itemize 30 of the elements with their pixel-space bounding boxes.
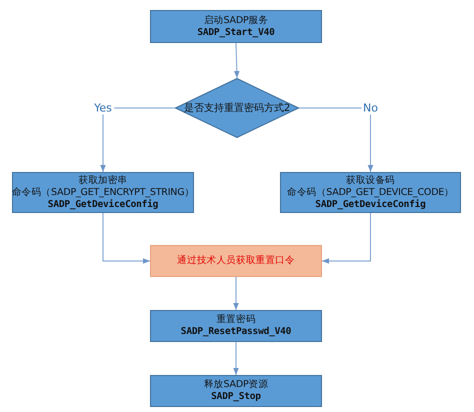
edge-label: Yes <box>92 102 114 114</box>
command-code: 命令码（SADP_GET_ENCRYPT_STRING） <box>12 186 194 198</box>
process-box <box>12 172 194 213</box>
decision-diamond <box>175 78 299 138</box>
function-name: SADP_ResetPasswd_V40 <box>180 326 292 338</box>
step-title: 获取加密串 <box>78 174 128 186</box>
process-box <box>280 172 461 213</box>
process-box <box>150 10 322 43</box>
process-box <box>150 310 322 342</box>
function-name: SADP_GetDeviceConfig <box>315 198 426 210</box>
decision-text: 是否支持重置密码方式2 <box>184 102 290 115</box>
function-name: SADP_Start_V40 <box>197 26 275 38</box>
function-name: SADP_Stop <box>211 391 261 403</box>
note-box <box>150 245 322 277</box>
step-title: 启动SADP服务 <box>204 14 268 26</box>
arrow <box>102 212 150 264</box>
arrow <box>233 276 239 310</box>
step-title: 通过技术人员获取重置口令 <box>177 255 295 267</box>
step-title: 重置密码 <box>216 314 256 326</box>
arrow <box>233 342 239 376</box>
step-title: 获取设备码 <box>346 174 395 186</box>
arrow <box>322 212 371 264</box>
function-name: SADP_GetDeviceConfig <box>48 198 158 210</box>
arrow <box>234 42 240 78</box>
arrow <box>100 108 176 172</box>
edge-label: No <box>361 102 380 114</box>
command-code: 命令码（SADP_GET_DEVICE_CODE） <box>287 186 454 198</box>
step-title: 释放SADP资源 <box>204 379 268 391</box>
process-box <box>150 375 322 407</box>
arrow <box>298 108 374 172</box>
